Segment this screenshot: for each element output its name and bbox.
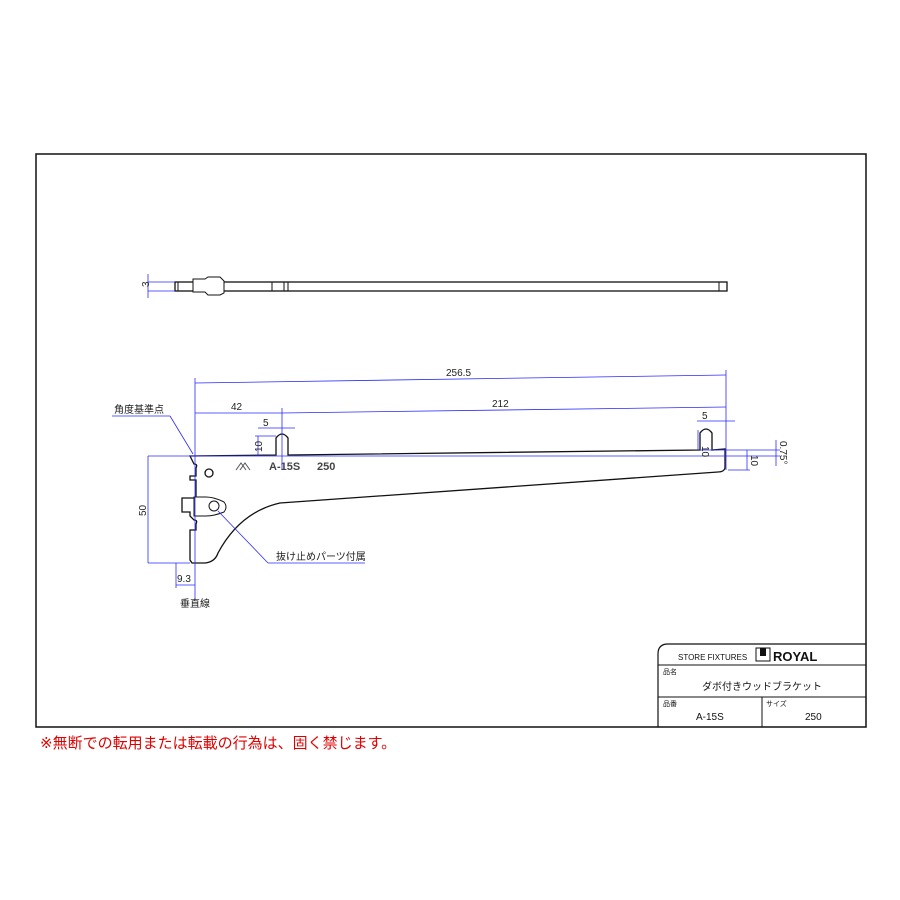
overall-length-dim: 256.5 — [446, 368, 471, 379]
company-label: STORE FIXTURES — [678, 653, 747, 662]
height-dim: 50 — [138, 504, 149, 516]
size-label: サイズ — [766, 699, 787, 708]
tip-height-dim: 10 — [748, 455, 759, 467]
size-value: 250 — [805, 712, 822, 723]
brand-mark-icon — [235, 462, 251, 471]
vertical-line-label: 垂直線 — [180, 597, 210, 610]
copyright-warning: ※無断での転用または転載の行為は、固く禁じます。 — [40, 734, 397, 752]
stamp-size: 250 — [317, 461, 335, 473]
thickness-dim: 3 — [141, 281, 152, 287]
hole-offset-dim: 42 — [231, 402, 243, 413]
slot-height-right-dim: 10 — [699, 446, 710, 458]
title-block: STORE FIXTURES ROYAL 品名 ダボ付きウッドブラケット 品番 … — [657, 643, 866, 727]
part-label: 品番 — [663, 700, 677, 708]
drawing-frame — [35, 153, 867, 728]
stamp-model: A-15S — [269, 461, 300, 473]
brand-label: ROYAL — [773, 649, 817, 664]
name-label: 品名 — [663, 667, 677, 676]
slot-width-right-dim: 5 — [702, 411, 708, 422]
slot-width-left-dim: 5 — [263, 418, 269, 429]
dimension-lines: 256.5 42 212 5 10 5 10 10 0.75° 50 9.3 角… — [112, 368, 788, 610]
angle-dim: 0.75° — [777, 441, 788, 464]
hole-spacing-dim: 212 — [492, 399, 509, 410]
part-value: A-15S — [696, 712, 724, 723]
slot-height-left-dim: 10 — [254, 440, 265, 452]
angle-reference-label: 角度基準点 — [114, 403, 164, 416]
retainer-note: 抜け止めパーツ付属 — [276, 550, 366, 563]
top-view: 3 — [141, 274, 728, 298]
hook-depth-dim: 9.3 — [177, 574, 191, 585]
name-value: ダボ付きウッドブラケット — [702, 680, 822, 693]
